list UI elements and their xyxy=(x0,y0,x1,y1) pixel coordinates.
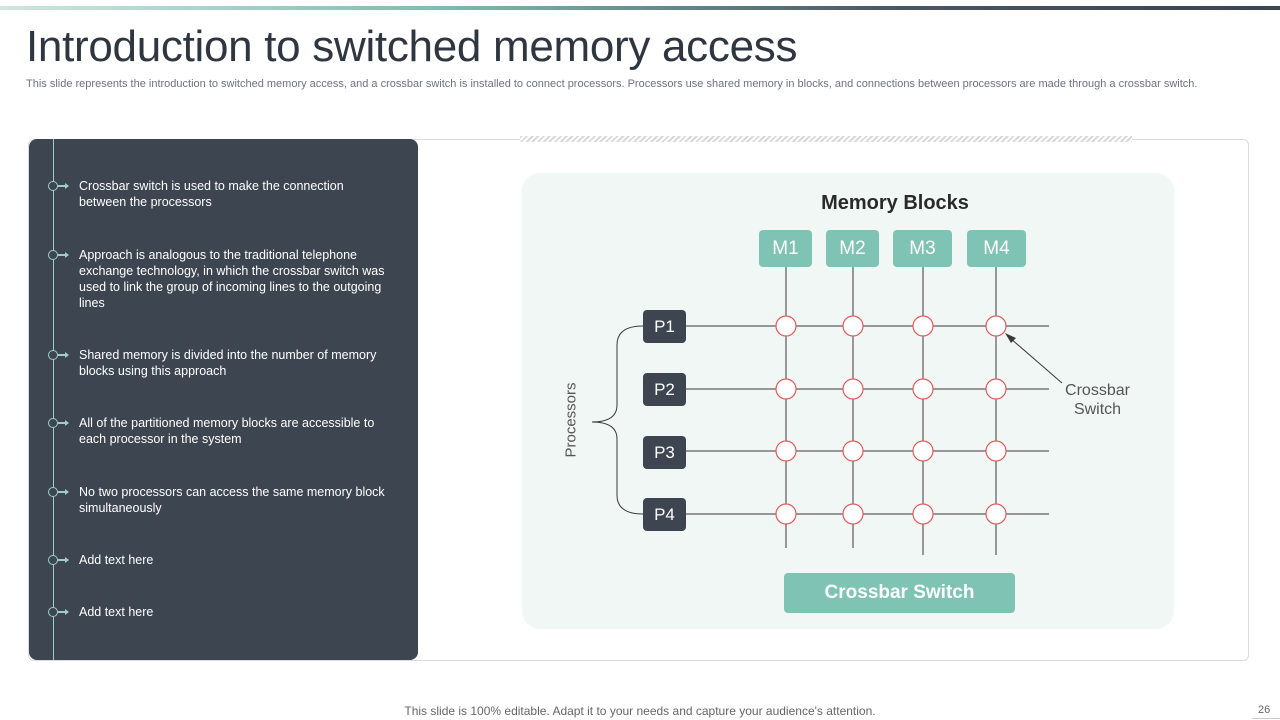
switch-node xyxy=(842,378,864,400)
processor-p2: P2 xyxy=(643,373,686,406)
bullet-text: Crossbar switch is used to make the conn… xyxy=(79,179,344,209)
switch-node xyxy=(985,315,1007,337)
bullet-marker-icon xyxy=(48,607,72,617)
processors-label: Processors xyxy=(562,382,580,458)
bullet-marker-icon xyxy=(48,555,72,565)
processor-p1: P1 xyxy=(643,310,686,343)
crossbar-switch-label: Crossbar Switch xyxy=(1050,381,1145,419)
crossbar-label-line2: Switch xyxy=(1073,401,1122,418)
bullet-panel xyxy=(29,139,418,660)
bullet-text: No two processors can access the same me… xyxy=(79,485,385,515)
processor-p4: P4 xyxy=(643,498,686,531)
switch-node xyxy=(912,503,934,525)
page-title: Introduction to switched memory access xyxy=(26,22,798,71)
bullet-marker-icon xyxy=(48,181,72,191)
switch-node xyxy=(775,315,797,337)
switch-node xyxy=(912,378,934,400)
bullet-text: Approach is analogous to the traditional… xyxy=(79,248,385,310)
bullet-text: All of the partitioned memory blocks are… xyxy=(79,416,375,446)
bullet-marker-icon xyxy=(48,350,72,360)
memory-block-m2: M2 xyxy=(826,230,879,267)
hatch-decoration xyxy=(520,136,1132,142)
switch-node xyxy=(985,503,1007,525)
bullet-text: Add text here xyxy=(79,605,154,619)
memory-block-m3: M3 xyxy=(893,230,952,267)
switch-node xyxy=(912,315,934,337)
memory-blocks-title: Memory Blocks xyxy=(821,192,969,214)
footer-note: This slide is 100% editable. Adapt it to… xyxy=(404,704,876,718)
bullet-text: Add text here xyxy=(79,553,154,567)
crossbar-pointer-arrow xyxy=(1009,337,1063,384)
memory-block-m4: M4 xyxy=(967,230,1026,267)
page-number-underline xyxy=(1252,718,1280,719)
crossbar-switch-banner: Crossbar Switch xyxy=(784,573,1015,613)
switch-node xyxy=(842,503,864,525)
processor-p3: P3 xyxy=(643,436,686,469)
switch-node xyxy=(912,440,934,462)
bullet-marker-icon xyxy=(48,418,72,428)
switch-node xyxy=(842,440,864,462)
timeline-line xyxy=(53,139,54,660)
top-accent-bar xyxy=(0,6,1280,10)
switch-node xyxy=(775,503,797,525)
switch-node xyxy=(775,378,797,400)
bullet-text: Shared memory is divided into the number… xyxy=(79,348,377,378)
processors-brace xyxy=(591,325,644,515)
bullet-marker-icon xyxy=(48,250,72,260)
arrowhead-icon xyxy=(1005,333,1016,343)
switch-node xyxy=(842,315,864,337)
switch-node xyxy=(985,440,1007,462)
switch-node xyxy=(775,440,797,462)
switch-node xyxy=(985,378,1007,400)
bullet-marker-icon xyxy=(48,487,72,497)
memory-block-m1: M1 xyxy=(759,230,812,267)
page-number: 26 xyxy=(1258,704,1271,716)
crossbar-label-line1: Crossbar xyxy=(1065,382,1130,399)
page-subtitle: This slide represents the introduction t… xyxy=(26,78,1198,90)
